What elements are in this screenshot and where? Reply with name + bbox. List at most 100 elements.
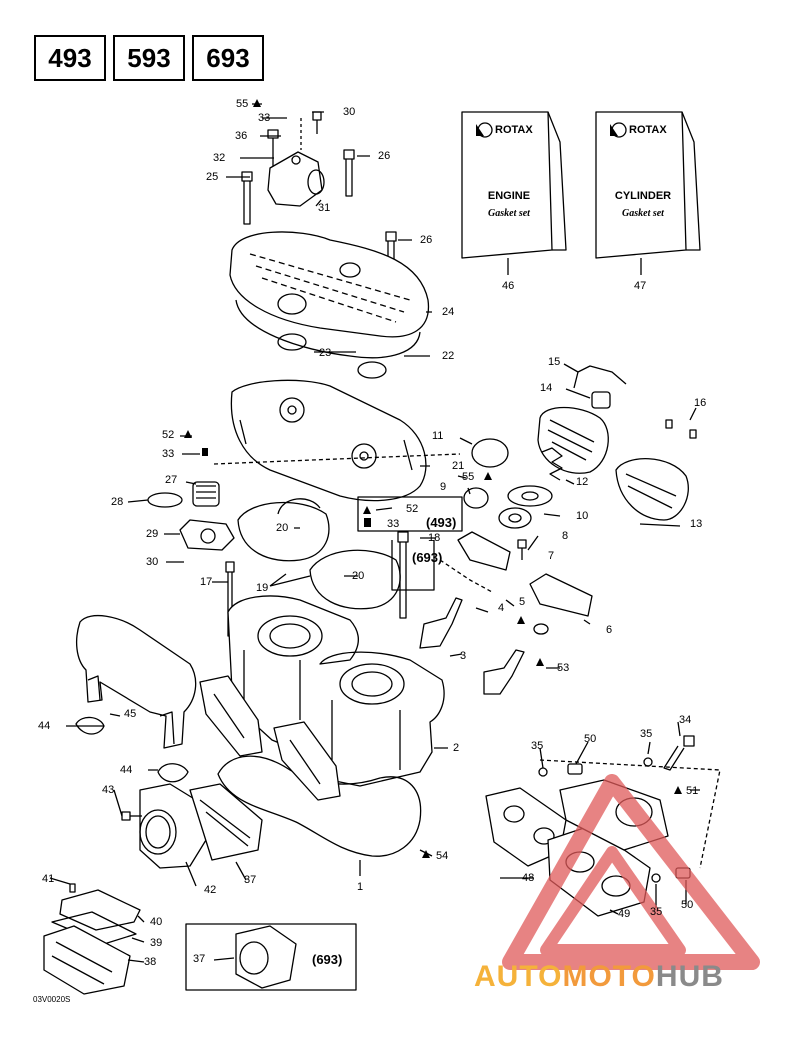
callout-45: 45 (124, 708, 137, 720)
variant-label-693-inset: (693) (312, 952, 343, 967)
rotary-valve-cover (537, 406, 609, 474)
base-gasket (217, 755, 422, 857)
carburetor-adaptor-693 (235, 925, 297, 989)
callout-10: 10 (576, 510, 589, 522)
watermark-part-moto: MOTO (562, 960, 656, 993)
callout-33: 33 (387, 518, 400, 530)
figure-code: 03V0020S (33, 995, 71, 1004)
clip-15 (573, 365, 627, 389)
callout-52: 52 (406, 503, 419, 515)
model-box-493[interactable]: 493 (34, 35, 106, 81)
callout-25: 25 (206, 171, 219, 183)
o-ring-23a (277, 333, 307, 351)
callout-36: 36 (235, 130, 248, 142)
callout-13: 13 (690, 518, 703, 530)
model-box-593[interactable]: 593 (113, 35, 185, 81)
callout-3: 3 (460, 650, 467, 662)
bolt-26a (343, 149, 355, 197)
callout-18: 18 (428, 532, 441, 544)
intake-hood-13 (615, 458, 689, 521)
booklet-cylinder-subtitle: Gasket set (622, 208, 664, 219)
bolt-30 (312, 111, 322, 134)
callout-19: 19 (256, 582, 269, 594)
model-box-693[interactable]: 693 (192, 35, 264, 81)
callout-41: 41 (42, 873, 55, 885)
callout-22: 22 (442, 350, 455, 362)
callout-24: 24 (442, 306, 455, 318)
callout-31: 31 (318, 202, 331, 214)
bolt-7 (517, 539, 527, 560)
callout-40: 40 (150, 916, 163, 928)
variant-label-493: (493) (426, 515, 457, 530)
callout-49: 49 (618, 908, 631, 920)
callout-4: 4 (498, 602, 505, 614)
callout-16: 16 (694, 397, 707, 409)
bolt-34 (663, 735, 695, 771)
valve-stem-3a (419, 597, 463, 649)
callout-5: 5 (519, 596, 526, 608)
callout-21: 21 (452, 460, 465, 472)
callout-23: 23 (319, 347, 332, 359)
o-ring-11 (471, 438, 509, 468)
callout-44: 44 (120, 764, 133, 776)
booklet-cylinder-title: CYLINDER (614, 190, 672, 202)
callout-6: 6 (606, 624, 613, 636)
washer-35a (538, 767, 548, 777)
variant-box-493 (357, 496, 463, 532)
screw-14 (591, 391, 611, 409)
carburetor-adaptor (139, 783, 207, 869)
callout-1: 1 (357, 881, 364, 893)
washer-35b (643, 757, 653, 767)
callout-55: 55 (236, 98, 249, 110)
callout-33: 33 (258, 112, 271, 124)
callout-47: 47 (634, 280, 647, 292)
callout-20: 20 (352, 570, 365, 582)
callout-35: 35 (650, 906, 663, 918)
cylinder-head (230, 379, 427, 502)
callout-38: 38 (144, 956, 157, 968)
fastener-16 (665, 419, 697, 439)
callout-29: 29 (146, 528, 159, 540)
callout-51: 51 (686, 785, 699, 797)
callout-39: 39 (150, 937, 163, 949)
callout-11: 11 (432, 430, 444, 442)
bolt-25 (241, 171, 253, 225)
callout-43: 43 (102, 784, 115, 796)
stud-18 (397, 531, 409, 619)
callout-30: 30 (146, 556, 159, 568)
callout-34: 34 (679, 714, 692, 726)
callout-7: 7 (548, 550, 555, 562)
callout-52: 52 (162, 429, 175, 441)
rotary-valve (507, 485, 553, 507)
washer-35c (651, 873, 661, 883)
valve-stem-3b (483, 649, 525, 695)
watermark-part-hub: HUB (655, 960, 724, 993)
callout-9: 9 (440, 481, 447, 493)
seal-4 (533, 623, 549, 635)
booklet-engine-subtitle: Gasket set (488, 208, 530, 219)
watermark-logo (502, 774, 760, 970)
exhaust-manifold (75, 614, 197, 749)
intake-flange-gasket-b (273, 721, 341, 801)
rave-valve-6 (529, 573, 593, 617)
callout-37: 37 (193, 953, 206, 965)
callout-55: 55 (462, 471, 475, 483)
spring-12 (541, 447, 563, 481)
callout-30: 30 (343, 106, 356, 118)
reed-stopper-40 (59, 889, 141, 931)
callout-27: 27 (165, 474, 178, 486)
callout-46: 46 (502, 280, 515, 292)
callout-14: 14 (540, 382, 553, 394)
booklet-engine-title: ENGINE (487, 190, 531, 202)
gasket-20b (309, 549, 401, 610)
callout-17: 17 (200, 576, 213, 588)
callout-20: 20 (276, 522, 289, 534)
reed-valve-37a (189, 783, 263, 861)
watermark-text: AUTOMOTOHUB (474, 960, 724, 994)
cylinder-head-cover (229, 231, 430, 338)
callout-35: 35 (640, 728, 653, 740)
callout-48: 48 (522, 872, 535, 884)
o-ring-22 (235, 299, 421, 359)
